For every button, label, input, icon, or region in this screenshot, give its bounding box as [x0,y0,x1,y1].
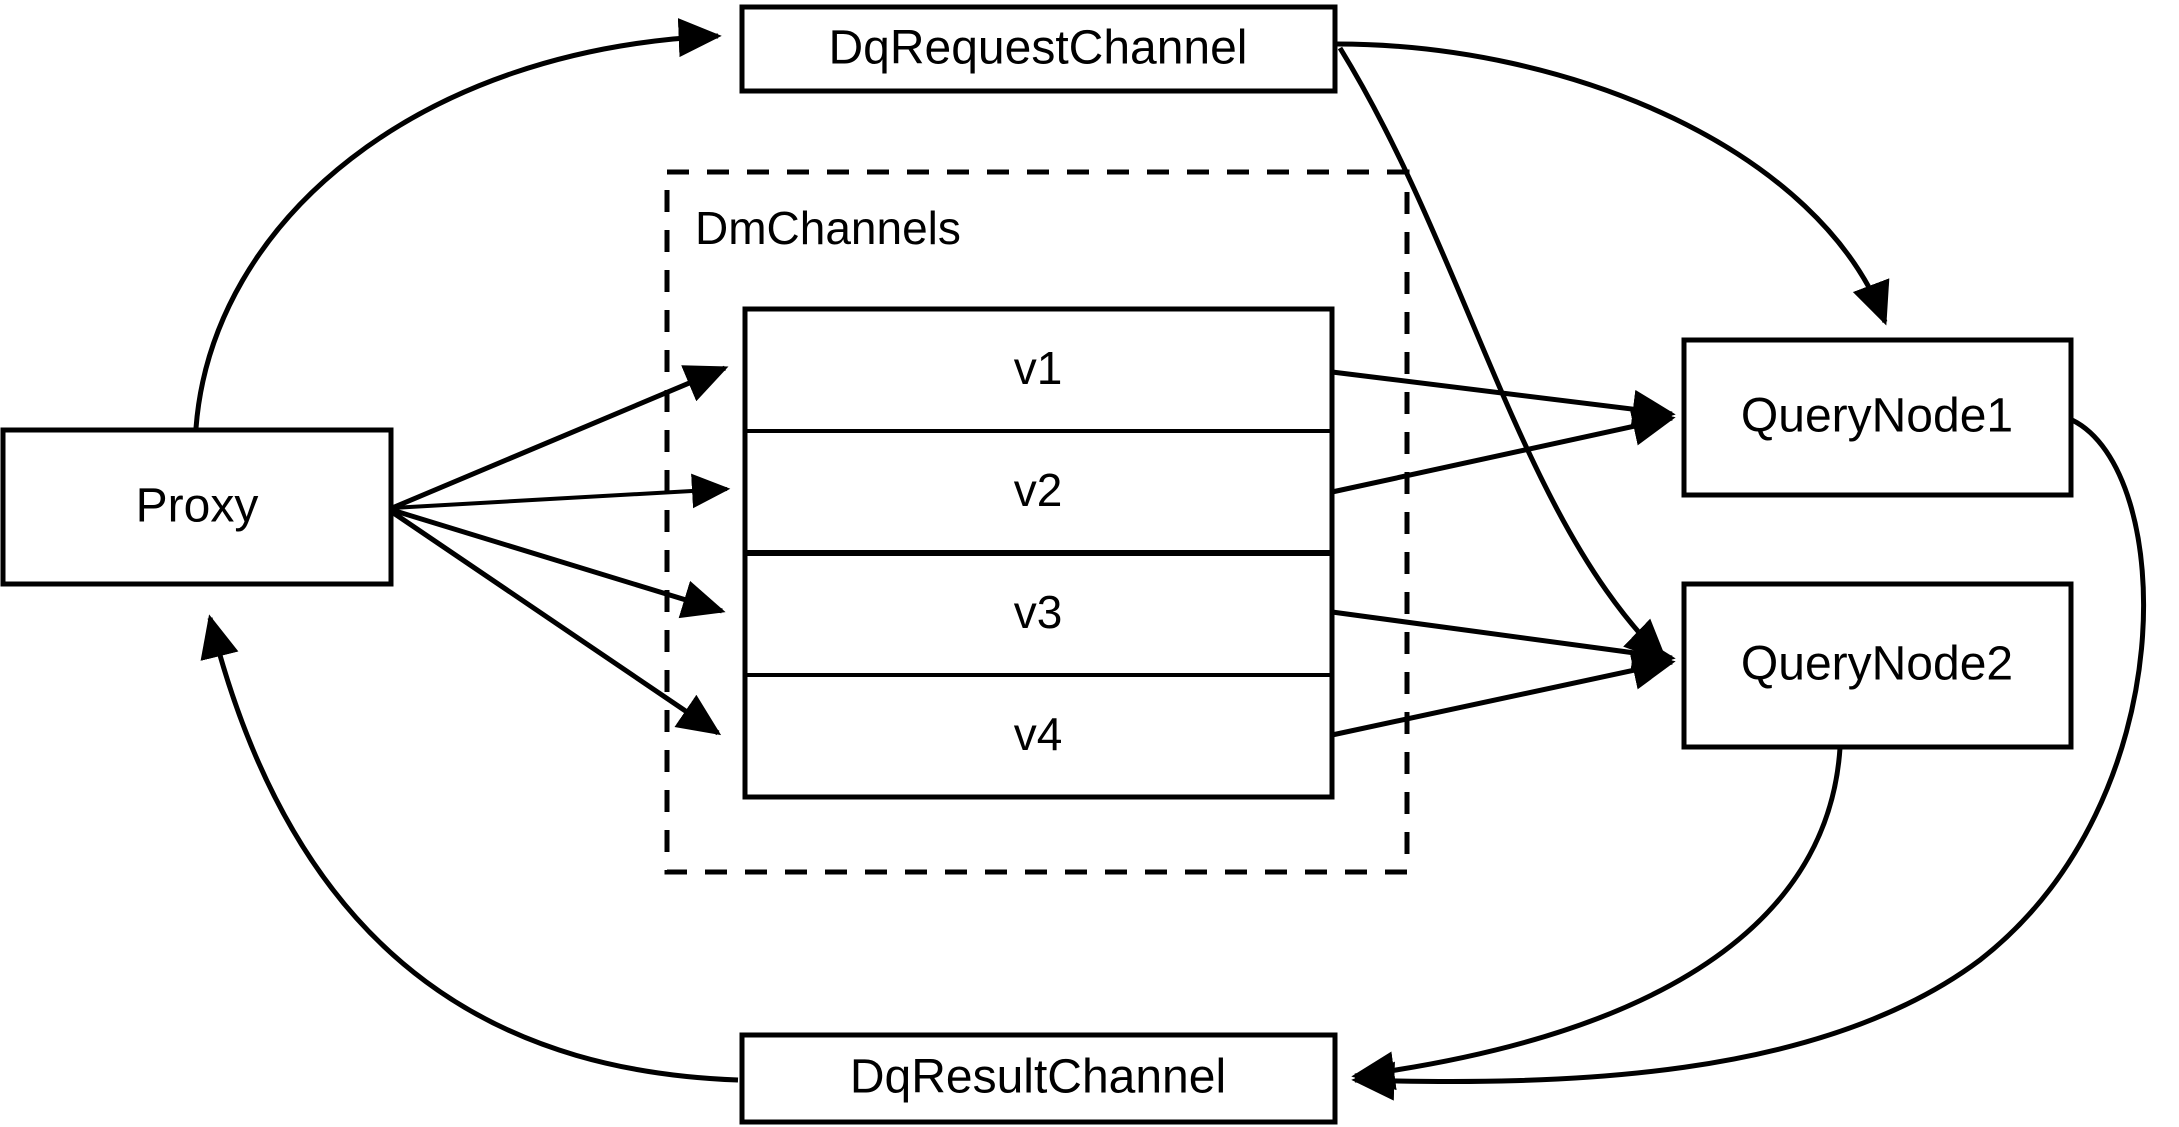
edge-v3-to-query-node-2 [1331,609,1676,673]
edge-v1-to-query-node-1 [1331,369,1676,429]
node-dq-request-channel[interactable] [739,4,1338,94]
edge-dq-request-channel-to-query-node-1 [1336,41,1890,326]
edge-query-node-1-to-dq-result-channel [1351,417,2147,1101]
node-dq-result-channel-label: DqResultChannel [850,1051,1226,1104]
edge-proxy-to-dq-request-channel [193,18,722,429]
node-proxy[interactable] [0,427,394,587]
node-dq-request-channel-label: DqRequestChannel [829,22,1248,75]
dm-channels-group [664,169,1410,875]
table-row-v2[interactable]: v2 [1014,464,1063,516]
edge-proxy-to-v1 [391,365,729,511]
edge-v4-to-query-node-2 [1331,651,1676,738]
node-query-node-1-label: QueryNode1 [1741,390,2013,443]
node-query-node-2[interactable] [1681,581,2074,750]
table-row-v4[interactable]: v4 [1014,708,1063,760]
edge-v2-to-query-node-1 [1331,407,1676,495]
edge-query-node-2-to-dq-result-channel [1351,747,1843,1091]
edge-proxy-to-v4 [390,509,722,736]
edge-dq-request-channel-to-query-node-2 [1337,46,1668,663]
table-row-v3[interactable]: v3 [1014,586,1063,638]
table-row-v1[interactable]: v1 [1014,342,1063,394]
node-query-node-2-label: QueryNode2 [1741,638,2013,691]
node-proxy-label: Proxy [136,480,259,533]
node-query-node-1[interactable] [1681,337,2074,498]
edge-proxy-to-v3 [391,507,726,619]
edge-proxy-to-v2 [391,473,731,510]
node-dq-result-channel[interactable] [739,1032,1338,1125]
edge-dq-result-channel-to-proxy [200,614,739,1083]
dm-channels-label: DmChannels [695,202,961,254]
